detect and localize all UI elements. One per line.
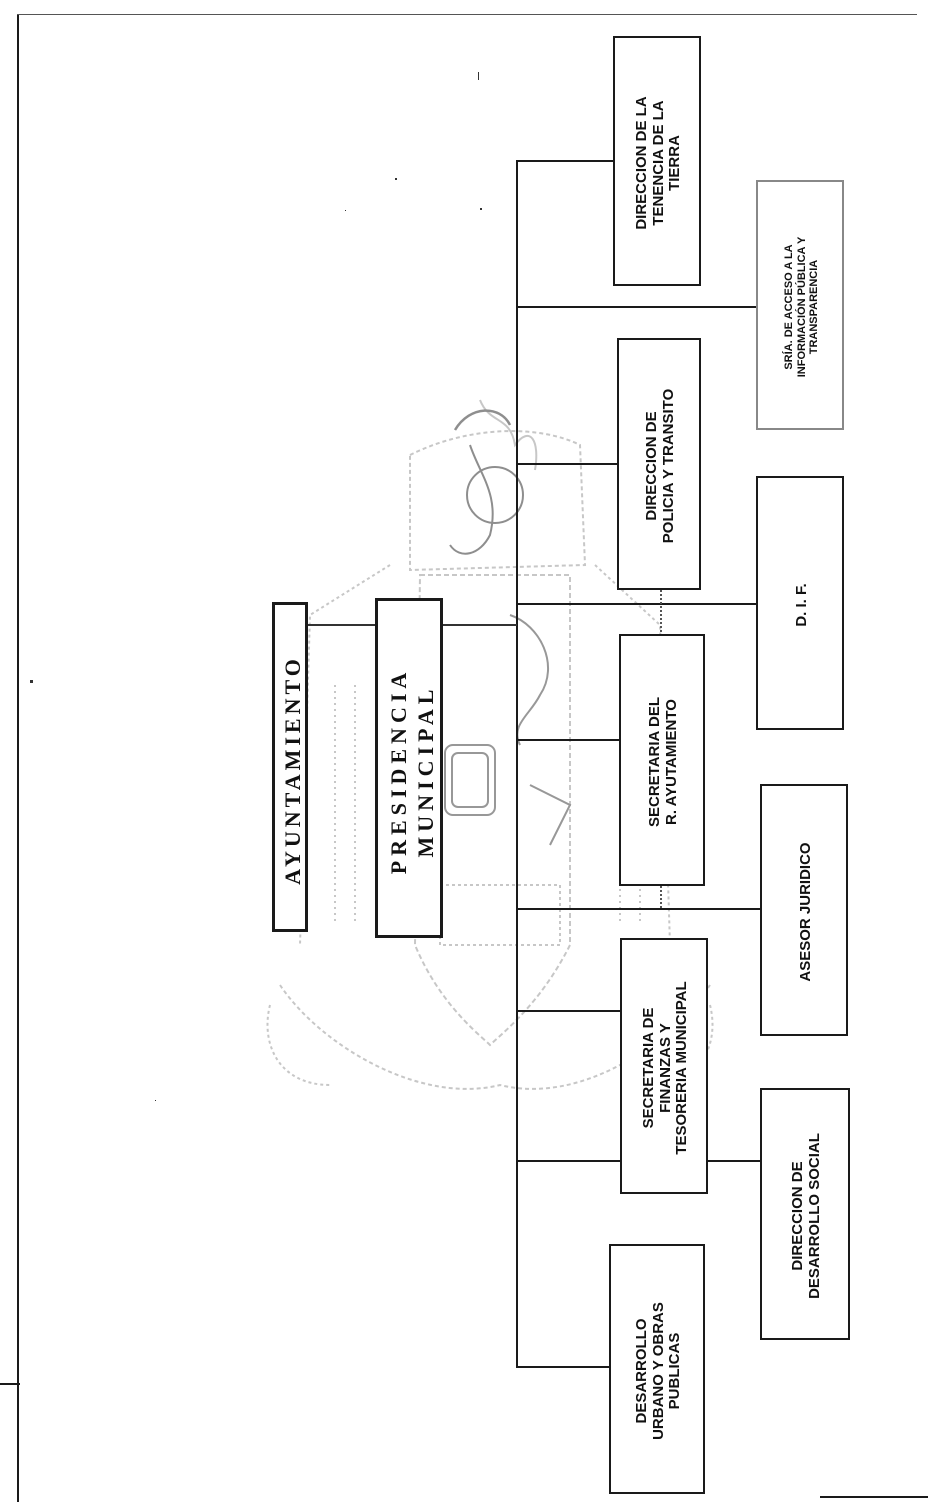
main-vertical-line (516, 160, 518, 1368)
scan-speck (478, 72, 479, 80)
branch-tenencia (516, 160, 614, 162)
obras-box: DESARROLLO URBANO Y OBRAS PUBLICAS (609, 1244, 705, 1494)
frame-tick (0, 1383, 20, 1385)
secretaria-box: SECRETARIA DEL R. AYUTAMIENTO (619, 634, 705, 886)
branch-secretaria (516, 739, 620, 741)
tenencia-box: DIRECCION DE LA TENENCIA DE LA TIERRA (613, 36, 701, 286)
dif-box: D. I. F. (756, 476, 844, 730)
finanzas-label: SECRETARIA DE FINANZAS Y TESORERIA MUNIC… (622, 940, 710, 1196)
scan-speck (155, 1100, 156, 1101)
branch-obras (516, 1366, 610, 1368)
policia-label: DIRECCION DE POLICIA Y TRANSITO (619, 340, 703, 592)
policia-box: DIRECCION DE POLICIA Y TRANSITO (617, 338, 701, 590)
branch-policia (516, 463, 618, 465)
transparencia-label: SRÍA. DE ACCESO A LA INFORMACIÓN PÚBLICA… (758, 182, 846, 432)
presidencia-line2: MUNICIPAL (412, 685, 440, 858)
branch-finanzas (516, 1010, 620, 1012)
tenencia-label: DIRECCION DE LA TENENCIA DE LA TIERRA (615, 38, 703, 288)
ayuntamiento-box: AYUNTAMIENTO (272, 602, 308, 932)
presidencia-title: PRESIDENCIA MUNICIPAL (378, 601, 446, 941)
social-label: DIRECCION DE DESARROLLO SOCIAL (762, 1090, 852, 1342)
asesor-box: ASESOR JURIDICO (760, 784, 848, 1036)
frame-top-border (17, 14, 917, 15)
branch-asesor (516, 908, 760, 910)
asesor-label: ASESOR JURIDICO (762, 786, 850, 1038)
scan-speck (30, 680, 33, 683)
social-box: DIRECCION DE DESARROLLO SOCIAL (760, 1088, 850, 1340)
branch-transparencia (516, 306, 756, 308)
obras-label: DESARROLLO URBANO Y OBRAS PUBLICAS (611, 1246, 707, 1496)
branch-dif (516, 603, 756, 605)
frame-left-border (17, 14, 19, 1502)
transparencia-box: SRÍA. DE ACCESO A LA INFORMACIÓN PÚBLICA… (756, 180, 844, 430)
finanzas-box: SECRETARIA DE FINANZAS Y TESORERIA MUNIC… (620, 938, 708, 1194)
ayuntamiento-title: AYUNTAMIENTO (275, 605, 311, 935)
scan-speck (480, 208, 482, 210)
scan-speck (395, 178, 397, 180)
secretaria-label: SECRETARIA DEL R. AYUTAMIENTO (621, 636, 707, 888)
scan-speck (345, 210, 346, 211)
presidencia-line1: PRESIDENCIA (385, 668, 413, 875)
frame-bottom-right (820, 1496, 928, 1498)
dif-label: D. I. F. (758, 478, 846, 732)
presidencia-box: PRESIDENCIA MUNICIPAL (375, 598, 443, 938)
